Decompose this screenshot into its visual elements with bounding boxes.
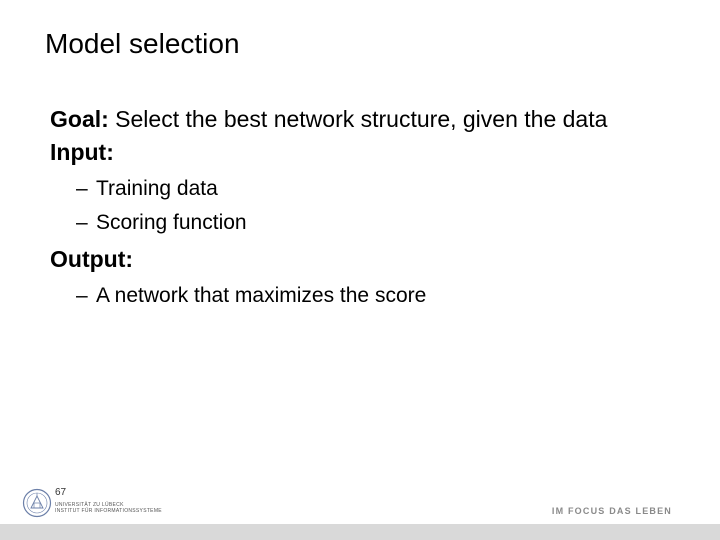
dash-glyph: – [76,211,88,234]
dash-glyph: – [76,177,88,200]
bullet-output-label: Output: [50,246,134,272]
bullet-input: Input: [50,137,670,168]
sub-item-text: Scoring function [96,211,247,234]
sub-item: –Training data [76,172,670,206]
sub-item: –Scoring function [76,206,670,240]
slide-content: Goal: Select the best network structure,… [50,104,670,313]
sub-item: –A network that maximizes the score [76,279,670,313]
bullet-goal-label: Goal: [50,106,109,132]
university-motto: IM FOCUS DAS LEBEN [551,506,672,516]
university-seal-icon [22,488,52,518]
page-number: 67 [55,487,67,498]
bullet-goal: Goal: Select the best network structure,… [50,104,670,135]
dash-glyph: – [76,284,88,307]
bullet-goal-text: Select the best network structure, given… [115,106,608,132]
footer-bar [0,524,720,540]
bullet-input-label: Input: [50,139,114,165]
university-line-1: UNIVERSITÄT ZU LÜBECK [55,502,124,508]
bullet-output: Output: [50,244,670,275]
slide-title: Model selection [45,28,240,59]
sub-item-text: Training data [96,177,218,200]
university-name: UNIVERSITÄT ZU LÜBECK INSTITUT FÜR INFOR… [55,502,162,514]
sub-item-text: A network that maximizes the score [96,284,427,307]
university-logo: 67 UNIVERSITÄT ZU LÜBECK INSTITUT FÜR IN… [22,488,182,524]
university-line-2: INSTITUT FÜR INFORMATIONSSYSTEME [55,508,162,514]
